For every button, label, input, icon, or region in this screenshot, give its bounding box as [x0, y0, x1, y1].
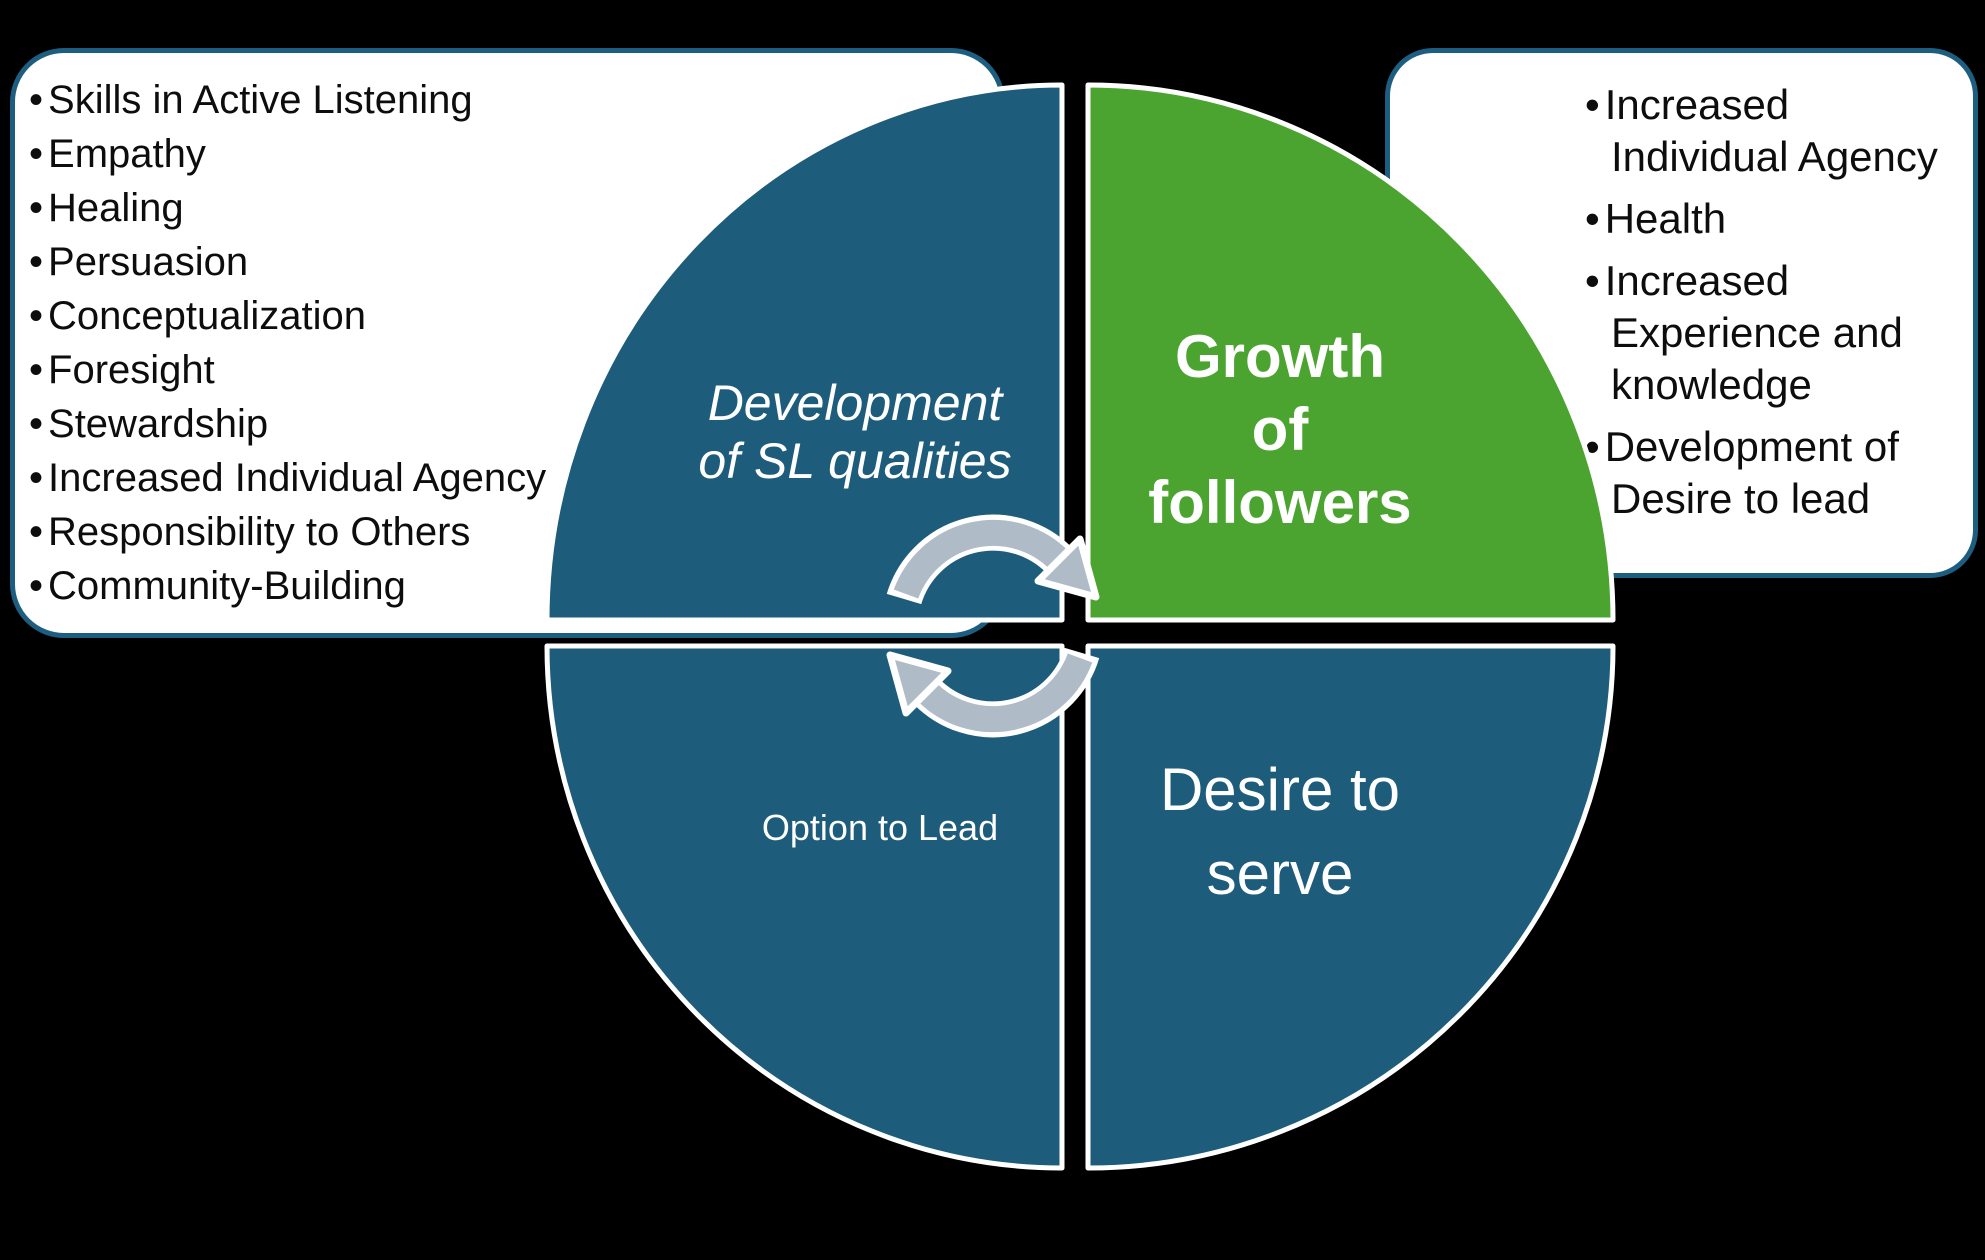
label-line: of SL qualities [698, 433, 1012, 489]
top-arrow-head [1034, 535, 1100, 601]
bottom-arrow-head [886, 651, 952, 717]
list-item: Conceptualization [29, 289, 994, 343]
list-item: Foresight [29, 343, 994, 397]
list-item: Increased Individual Agency [29, 451, 994, 505]
list-item: Increased Experience and knowledge [1585, 255, 1957, 411]
label-line: Desire to [1159, 756, 1401, 823]
list-item: Responsibility to Others [29, 505, 994, 559]
quadrant-label-option: Option to Lead [670, 806, 1090, 850]
label-line: serve [1206, 840, 1354, 907]
label-line: Growth [1175, 323, 1385, 390]
quadrant-label-growth: Growth of followers [1090, 320, 1470, 539]
list-item: Health [1585, 193, 1957, 245]
label-line: Development [707, 375, 1003, 431]
cycle-arrows-icon [886, 514, 1100, 738]
list-item: Stewardship [29, 397, 994, 451]
bottom-arrow-shaft [917, 653, 1093, 733]
label-line: Option to Lead [761, 807, 999, 848]
sl-qualities-list: Skills in Active ListeningEmpathyHealing… [29, 73, 994, 613]
list-item: Community-Building [29, 559, 994, 613]
quadrant-option-to-lead [544, 643, 1065, 1171]
list-item: Increased Individual Agency [1585, 79, 1957, 183]
quadrant-label-development: Development of SL qualities [620, 374, 1090, 490]
label-line: followers [1148, 469, 1412, 536]
quadrant-desire-to-serve [1085, 643, 1616, 1171]
quadrant-label-desire: Desire to serve [1090, 748, 1470, 916]
follower-growth-list: Increased Individual AgencyHealthIncreas… [1585, 79, 1957, 525]
list-item: Skills in Active Listening [29, 73, 994, 127]
quadrant-development-of-sl-qualities [544, 82, 1065, 623]
list-item: Development of Desire to lead [1585, 421, 1957, 525]
quadrant-growth-of-followers [1085, 82, 1616, 623]
list-item: Empathy [29, 127, 994, 181]
top-arrow-shaft [893, 519, 1069, 599]
label-line: of [1251, 396, 1309, 463]
list-item: Persuasion [29, 235, 994, 289]
list-item: Healing [29, 181, 994, 235]
